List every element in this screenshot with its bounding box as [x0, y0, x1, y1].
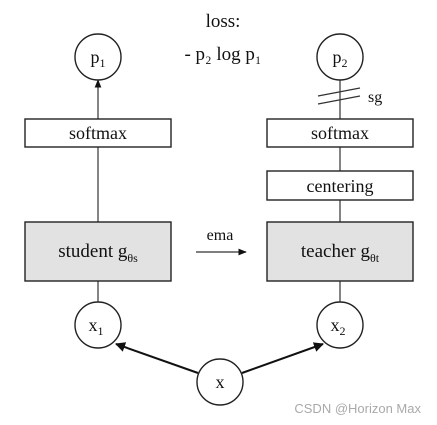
p1-subscript: 1	[100, 56, 106, 70]
svg-text:x2: x2	[331, 315, 346, 338]
student-network-subscript: θs	[127, 251, 138, 265]
loss-formula: - p₂ log p₁	[184, 44, 261, 65]
svg-text:teacher gθt: teacher gθt	[301, 241, 380, 265]
p1-label: p	[91, 47, 100, 67]
stop-gradient-icon	[317, 87, 361, 105]
svg-text:x1: x1	[89, 315, 104, 338]
svg-text:p2: p2	[333, 47, 348, 70]
p2-node: p2	[316, 33, 364, 81]
x1-subscript: 1	[98, 324, 104, 338]
x1-label: x	[89, 315, 98, 335]
csdn-watermark: CSDN @Horizon Max	[294, 401, 421, 416]
x-to-x2-arrow	[241, 342, 324, 374]
x-to-x1-arrow	[115, 342, 199, 374]
x-source-label: x	[216, 372, 225, 392]
svg-text:p1: p1	[91, 47, 106, 70]
p1-node: p1	[74, 33, 122, 81]
student-network-box: student gθs	[24, 221, 172, 282]
loss-title: loss:	[206, 11, 241, 32]
teacher-network-box: teacher gθt	[266, 221, 414, 282]
x2-label: x	[331, 315, 340, 335]
student-softmax-box: softmax	[24, 118, 172, 148]
ema-label: ema	[207, 227, 234, 244]
p2-label: p	[333, 47, 342, 67]
p2-subscript: 2	[342, 56, 348, 70]
student-network-label: student g	[58, 241, 128, 262]
teacher-softmax-box: softmax	[266, 118, 414, 148]
centering-label: centering	[307, 176, 374, 196]
centering-box: centering	[266, 170, 414, 201]
teacher-network-subscript: θt	[370, 251, 380, 265]
stop-gradient-label: sg	[368, 89, 382, 106]
x2-node: x2	[316, 301, 364, 349]
x-source-node: x	[196, 358, 244, 406]
student-softmax-label: softmax	[69, 123, 127, 143]
teacher-network-label: teacher g	[301, 241, 371, 262]
x2-subscript: 2	[340, 324, 346, 338]
teacher-softmax-label: softmax	[311, 123, 369, 143]
svg-text:student gθs: student gθs	[58, 241, 138, 265]
x1-node: x1	[74, 301, 122, 349]
